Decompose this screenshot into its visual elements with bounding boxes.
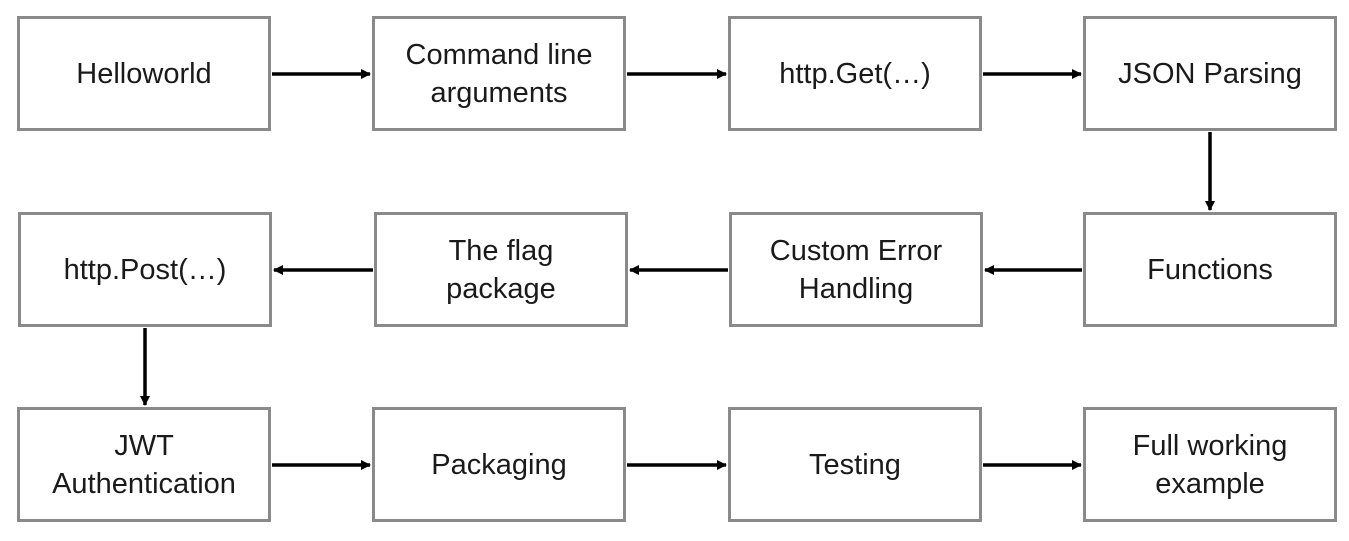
step-label: JSON Parsing xyxy=(1118,57,1302,90)
step-label: http.Post(…) xyxy=(63,253,227,286)
step-json-parsing: JSON Parsing xyxy=(1083,16,1337,131)
step-label: Command line arguments xyxy=(405,38,593,109)
step-label: Packaging xyxy=(431,448,567,481)
step-label: JWT Authentication xyxy=(52,429,236,500)
step-jwt-authentication: JWT Authentication xyxy=(17,407,271,522)
step-command-line-arguments: Command line arguments xyxy=(372,16,626,131)
step-helloworld: Helloworld xyxy=(17,16,271,131)
step-packaging: Packaging xyxy=(372,407,626,522)
step-label: Helloworld xyxy=(76,57,212,90)
step-flag-package: The flag package xyxy=(374,212,628,327)
step-label: Functions xyxy=(1147,253,1273,286)
step-custom-error-handling: Custom Error Handling xyxy=(729,212,983,327)
step-http-post: http.Post(…) xyxy=(18,212,272,327)
step-label: http.Get(…) xyxy=(779,57,931,90)
step-label: Testing xyxy=(809,448,901,481)
step-label: The flag package xyxy=(446,234,556,305)
step-http-get: http.Get(…) xyxy=(728,16,982,131)
step-testing: Testing xyxy=(728,407,982,522)
step-label: Full working example xyxy=(1132,429,1288,500)
step-full-working-example: Full working example xyxy=(1083,407,1337,522)
step-label: Custom Error Handling xyxy=(769,234,943,305)
step-functions: Functions xyxy=(1083,212,1337,327)
